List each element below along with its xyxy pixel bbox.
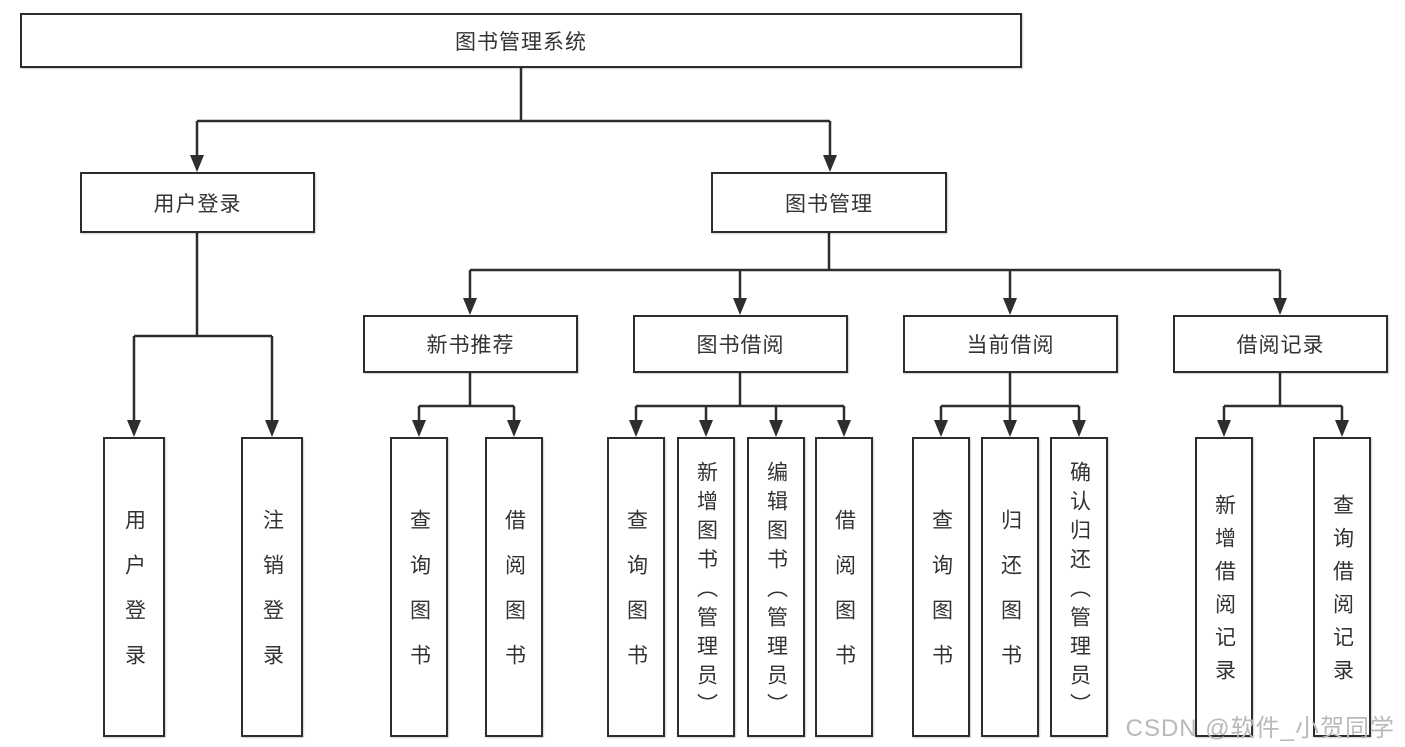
node-user-login: 用户登录 xyxy=(80,172,315,233)
node-current-borrowing: 当前借阅 xyxy=(903,315,1118,373)
leaf-borrow-books-borrowing: 借阅图书 xyxy=(815,437,873,737)
node-label: 新增图书（管理员） xyxy=(694,460,718,722)
csdn-watermark: CSDN @软件_小贺同学 xyxy=(1125,715,1395,742)
leaf-logout: 注销登录 xyxy=(241,437,303,737)
node-label: 图书管理系统 xyxy=(455,30,587,54)
node-label: 归还图书 xyxy=(998,509,1022,689)
node-book-management: 图书管理 xyxy=(711,172,947,233)
leaf-edit-book-admin: 编辑图书（管理员） xyxy=(747,437,805,737)
arrowheads xyxy=(127,155,1349,437)
node-borrow-records: 借阅记录 xyxy=(1173,315,1388,373)
node-label: 确认归还（管理员） xyxy=(1067,460,1091,722)
node-label: 借阅图书 xyxy=(502,509,526,689)
node-label: 编辑图书（管理员） xyxy=(764,460,788,722)
node-library-system: 图书管理系统 xyxy=(20,13,1022,68)
leaf-confirm-return-admin: 确认归还（管理员） xyxy=(1050,437,1108,737)
leaf-return-books: 归还图书 xyxy=(981,437,1039,737)
node-label: 图书管理 xyxy=(785,192,873,216)
node-label: 新增借阅记录 xyxy=(1212,494,1236,692)
node-new-book-recommend: 新书推荐 xyxy=(363,315,578,373)
node-label: 用户登录 xyxy=(122,509,146,689)
node-book-borrowing: 图书借阅 xyxy=(633,315,848,373)
leaf-borrow-books-recommend: 借阅图书 xyxy=(485,437,543,737)
leaf-user-login: 用户登录 xyxy=(103,437,165,737)
node-label: 用户登录 xyxy=(153,192,242,216)
node-label: 查询图书 xyxy=(624,509,648,689)
node-label: 查询图书 xyxy=(407,509,431,689)
leaf-add-borrow-record: 新增借阅记录 xyxy=(1195,437,1253,737)
node-label: 查询借阅记录 xyxy=(1330,494,1354,692)
node-label: 图书借阅 xyxy=(696,334,785,357)
node-label: 当前借阅 xyxy=(966,334,1055,357)
node-label: 借阅图书 xyxy=(832,509,856,689)
leaf-query-books-borrowing: 查询图书 xyxy=(607,437,665,737)
node-label: 查询图书 xyxy=(929,509,953,689)
node-label: 注销登录 xyxy=(260,509,284,689)
node-label: 新书推荐 xyxy=(426,334,515,357)
leaf-query-borrow-record: 查询借阅记录 xyxy=(1313,437,1371,737)
leaf-query-books-current: 查询图书 xyxy=(912,437,970,737)
leaf-query-books-recommend: 查询图书 xyxy=(390,437,448,737)
node-label: 借阅记录 xyxy=(1236,334,1325,357)
leaf-add-book-admin: 新增图书（管理员） xyxy=(677,437,735,737)
